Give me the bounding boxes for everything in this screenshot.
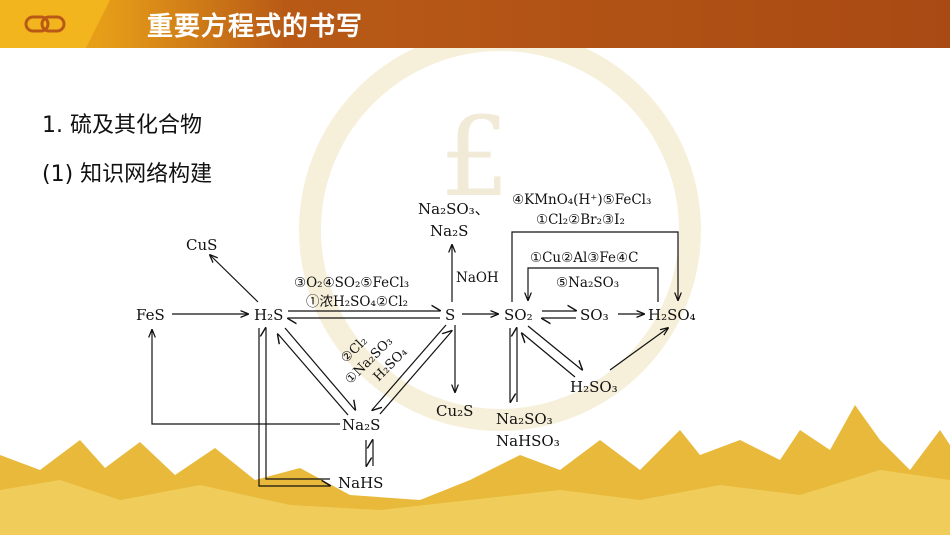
label-h2s-s-top: ③O₂④SO₂⑤FeCl₃ [294, 275, 409, 291]
node-h2so4: H₂SO₄ [648, 306, 696, 324]
node-nahso3-bottom: NaHSO₃ [496, 432, 560, 450]
header-bar [0, 0, 950, 48]
arrow-so2-h2so3 [527, 325, 582, 370]
arrow-nahs-h2s [266, 328, 330, 480]
section-title-sulfur: 1. 硫及其化合物 [42, 113, 202, 138]
node-s: S [445, 306, 455, 324]
arrow-h2so3-so2 [522, 333, 576, 378]
arrow-h2so3-h2so4 [609, 328, 668, 371]
arrow-h2s-cus [210, 255, 259, 303]
link-chain-icon [24, 15, 66, 33]
arrow-so2-h2so4-top [511, 231, 678, 302]
node-na2s-top: Na₂S [430, 222, 468, 240]
label-naoh: NaOH [456, 270, 499, 286]
node-h2s: H₂S [254, 306, 283, 324]
node-na2so3-bottom: Na₂SO₃ [496, 410, 553, 428]
node-h2so3: H₂SO₃ [570, 378, 618, 396]
arrow-na2s-fes [152, 330, 340, 425]
arrow-na2s-h2s [278, 334, 349, 416]
node-na2so3-top: Na₂SO₃、 [418, 200, 490, 218]
node-cus: CuS [186, 236, 217, 254]
node-fes: FeS [136, 306, 165, 324]
page-title: 重要方程式的书写 [147, 12, 364, 42]
section-subtitle-network: (1) 知识网络构建 [42, 162, 213, 187]
arrow-h2so4-so2-inner [528, 267, 659, 302]
node-so3: SO₃ [580, 306, 609, 324]
arrow-na2s-s [379, 331, 452, 415]
node-so2: SO₂ [504, 306, 533, 324]
label-so2-h2so4-top1: ④KMnO₄(H⁺)⑤FeCl₃ [512, 192, 651, 208]
arrow-s-na2s [372, 324, 447, 410]
watermark-pound-sign: £ [440, 93, 510, 221]
mountain-range-front [0, 470, 950, 535]
label-h2so4-so2-2: ⑤Na₂SO₃ [556, 275, 619, 291]
node-cu2s: Cu₂S [436, 402, 473, 420]
node-nahs: NaHS [338, 474, 383, 492]
arrow-h2s-na2s [284, 327, 355, 410]
arrow-h2s-nahs [258, 328, 330, 486]
label-h2so4-so2-1: ①Cu②Al③Fe④C [530, 250, 638, 266]
label-h2s-s-bottom: ①浓H₂SO₄②Cl₂ [306, 294, 408, 310]
node-na2s: Na₂S [342, 416, 380, 434]
label-so2-h2so4-top2: ①Cl₂②Br₂③I₂ [536, 212, 625, 228]
